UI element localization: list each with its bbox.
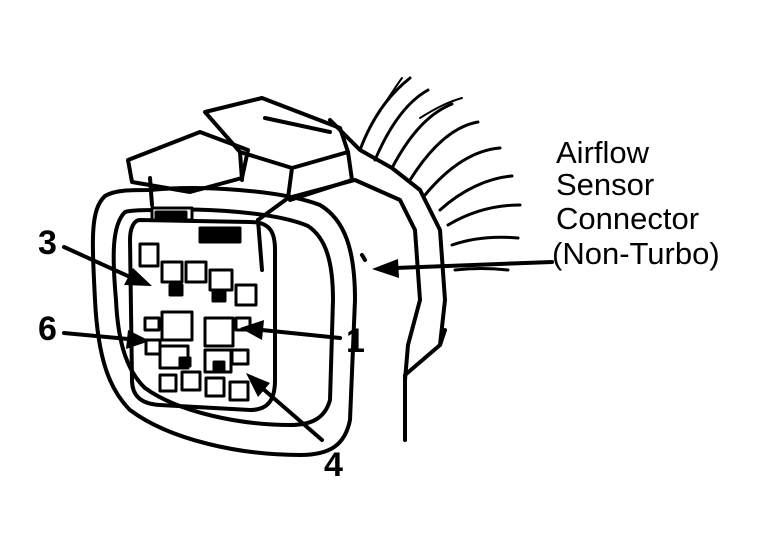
pin-3-arrow — [62, 245, 152, 286]
wire-bundle — [358, 76, 522, 272]
callout-arrow — [372, 259, 554, 278]
pin-1-label: 1 — [346, 322, 365, 360]
pin-6-arrow — [62, 330, 150, 349]
callout-line-4: (Non-Turbo) — [552, 236, 720, 271]
pin-3-label: 3 — [38, 224, 57, 262]
pin-4-arrow — [246, 373, 324, 442]
connector-housing — [90, 96, 447, 457]
pin-6-label: 6 — [38, 310, 57, 348]
callout-label: Airflow Sensor Connector (Non-Turbo) — [552, 135, 720, 271]
pin-cavities — [138, 242, 258, 402]
pin-4-label: 4 — [324, 446, 343, 484]
callout-line-2: Sensor — [556, 167, 654, 202]
latch-tabs — [150, 206, 242, 244]
leader-arrows — [62, 245, 554, 442]
pin-1-arrow — [240, 320, 342, 340]
callout-line-3: Connector — [556, 201, 699, 236]
callout-line-1: Airflow — [556, 135, 650, 170]
